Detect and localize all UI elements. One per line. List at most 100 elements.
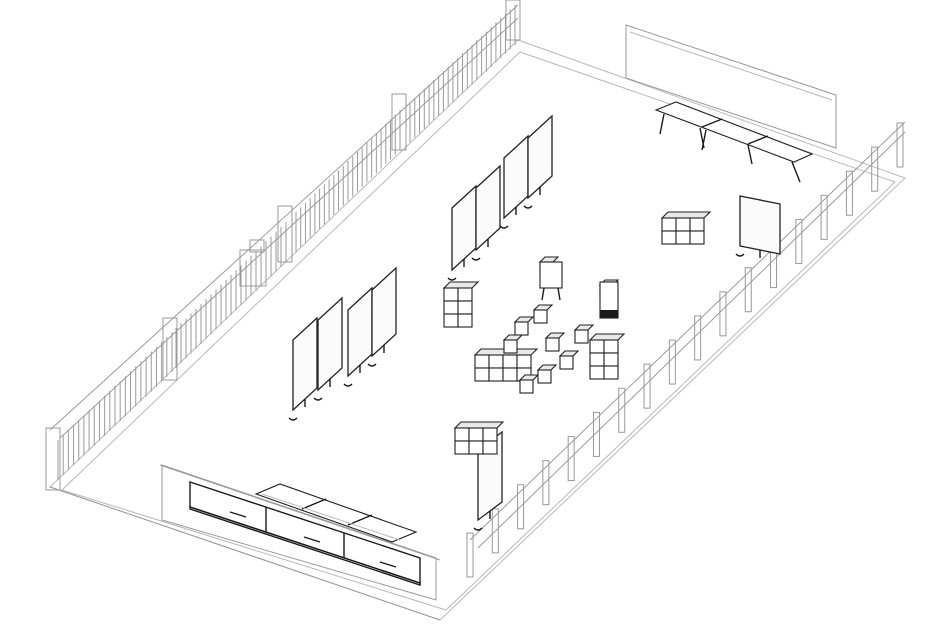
shelf-cubby: [502, 367, 518, 382]
back-tables: [654, 101, 814, 183]
railing-post: [542, 460, 550, 506]
storage-cube: [559, 355, 574, 370]
shelf-cubby: [468, 440, 484, 455]
shelf-cubby: [457, 287, 473, 302]
shelf-cubby: [589, 365, 605, 380]
whiteboard-caster: [367, 363, 377, 367]
storage-cube: [574, 329, 589, 344]
whiteboard-caster: [735, 253, 745, 257]
shelf-cubby: [689, 230, 705, 245]
shelf-cubby: [482, 440, 498, 455]
cube-top: [573, 324, 595, 331]
shelf-cubby: [443, 313, 459, 328]
left-wall-posts: [45, 0, 521, 491]
rolling-whiteboard: [475, 164, 501, 252]
room-shell: [49, 4, 906, 621]
cart-leg: [541, 287, 545, 301]
left-wall-railing: [57, 5, 516, 480]
railing-post: [491, 508, 499, 554]
railing-post: [618, 387, 626, 433]
shelf-cubby: [457, 300, 473, 315]
shelf-cubby: [457, 313, 473, 328]
right-wall-railing: [466, 122, 904, 578]
shelving-units: [442, 211, 712, 455]
shelf-top: [442, 281, 480, 289]
rolling-whiteboard: [451, 184, 477, 272]
cube-top: [502, 334, 524, 341]
shelf-cubby: [454, 440, 470, 455]
left-wall-cabinet: [239, 249, 267, 287]
shelf-cubby: [661, 230, 677, 245]
rolling-cart: [539, 261, 563, 289]
cube-top: [532, 304, 554, 311]
railing-post: [896, 122, 904, 168]
cart-leg: [557, 287, 561, 301]
shelf-cubby: [689, 217, 705, 232]
shelf-cubby: [589, 339, 605, 354]
shelf-top: [453, 421, 505, 429]
railing-post: [744, 267, 752, 313]
railing-post: [567, 436, 575, 482]
cube-top: [538, 256, 560, 263]
railing-post: [643, 363, 651, 409]
railing-post: [592, 411, 600, 457]
railing-post: [668, 339, 676, 385]
whiteboard-caster: [471, 257, 481, 261]
whiteboard-caster: [523, 205, 533, 209]
storage-cube: [545, 337, 560, 352]
floor-inner-outline: [61, 51, 896, 611]
whiteboard-caster: [343, 383, 353, 387]
rolling-whiteboard: [739, 195, 781, 255]
shelf-cubby: [516, 354, 532, 369]
shelf-cubby: [474, 354, 490, 369]
railing-post: [795, 218, 803, 264]
back-wall-whiteboard: [625, 24, 837, 149]
whiteboard-caster: [288, 417, 298, 421]
shelf-cubby: [468, 427, 484, 442]
shelf-cubby: [603, 339, 619, 354]
rolling-whiteboards: [288, 114, 781, 531]
whiteboard-caster: [447, 277, 457, 281]
rolling-whiteboard: [527, 114, 553, 200]
shelf-cubby: [675, 230, 691, 245]
shelf-cubby: [454, 427, 470, 442]
rolling-whiteboard: [317, 296, 343, 392]
rolling-whiteboard: [371, 266, 397, 358]
railing-post: [694, 315, 702, 361]
railing-post: [820, 194, 828, 240]
shelf-cubby: [474, 367, 490, 382]
cube-top: [558, 350, 580, 357]
shelf-top: [588, 333, 626, 341]
shelf-top: [660, 211, 712, 219]
railing-post: [719, 291, 727, 337]
shelf-cubby: [443, 300, 459, 315]
cube-top: [536, 364, 558, 371]
shelf-cubby: [661, 217, 677, 232]
railing-post: [517, 484, 525, 530]
storage-cube: [533, 309, 548, 324]
storage-cube: [519, 379, 534, 394]
shelf-cubby: [488, 367, 504, 382]
whiteboard-caster: [313, 397, 323, 401]
storage-cube: [503, 339, 518, 354]
front-wall-boards: [161, 464, 437, 601]
whiteboard-caster: [499, 225, 509, 229]
tall-cabinet-base: [600, 310, 618, 318]
shelf-cubby: [502, 354, 518, 369]
shelf-cubby: [488, 354, 504, 369]
rolling-whiteboard: [347, 286, 373, 378]
shelf-cubby: [603, 352, 619, 367]
front-tables: [254, 483, 418, 543]
storage-cube: [537, 369, 552, 384]
railing-post: [466, 532, 474, 578]
shelf-cubby: [675, 217, 691, 232]
cube-top: [513, 316, 535, 323]
railing-post: [871, 146, 879, 192]
whiteboard-caster: [473, 527, 483, 531]
railing-post: [845, 170, 853, 216]
shelf-cubby: [482, 427, 498, 442]
shelf-cubby: [443, 287, 459, 302]
cube-top: [544, 332, 566, 339]
